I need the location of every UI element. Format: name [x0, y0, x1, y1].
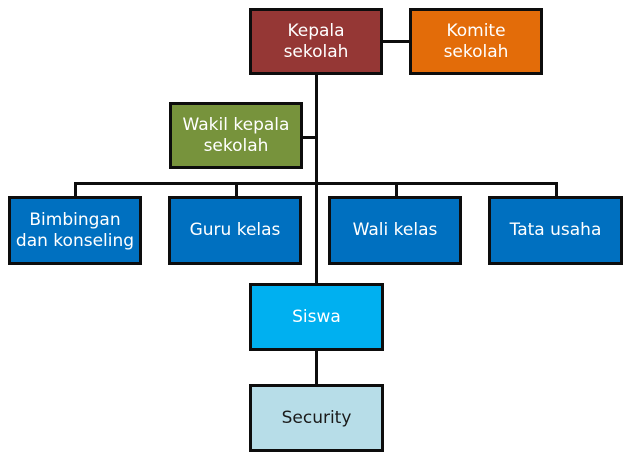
node-bimbingan-dan-konseling: Bimbingan dan konseling — [8, 196, 142, 265]
node-wali-kelas: Wali kelas — [328, 196, 462, 265]
node-label: Tata usaha — [509, 220, 602, 240]
node-label: Siswa — [292, 306, 341, 327]
connector-drop-guru — [235, 182, 238, 196]
node-label: Wakil kepala sekolah — [182, 114, 290, 156]
node-label: Komite sekolah — [443, 20, 509, 62]
node-komite-sekolah: Komite sekolah — [409, 8, 543, 75]
node-label: Security — [281, 407, 352, 428]
node-label: Kepala sekolah — [283, 20, 349, 62]
node-label: Guru kelas — [189, 220, 281, 240]
connector-branch-horizontal — [74, 182, 558, 185]
connector-drop-tata — [555, 182, 558, 196]
connector-drop-bimbingan — [74, 182, 77, 196]
node-siswa: Siswa — [249, 283, 384, 351]
connector-kepala-komite — [382, 40, 410, 43]
connector-main-vertical — [315, 74, 318, 285]
node-label: Wali kelas — [352, 220, 438, 240]
node-wakil-kepala-sekolah: Wakil kepala sekolah — [169, 102, 303, 169]
node-kepala-sekolah: Kepala sekolah — [249, 8, 383, 75]
node-guru-kelas: Guru kelas — [168, 196, 302, 265]
connector-siswa-security — [315, 350, 318, 385]
connector-drop-wali — [395, 182, 398, 196]
node-tata-usaha: Tata usaha — [488, 196, 623, 265]
node-label: Bimbingan dan konseling — [15, 209, 135, 251]
node-security: Security — [249, 384, 384, 452]
connector-wakil — [302, 136, 316, 139]
